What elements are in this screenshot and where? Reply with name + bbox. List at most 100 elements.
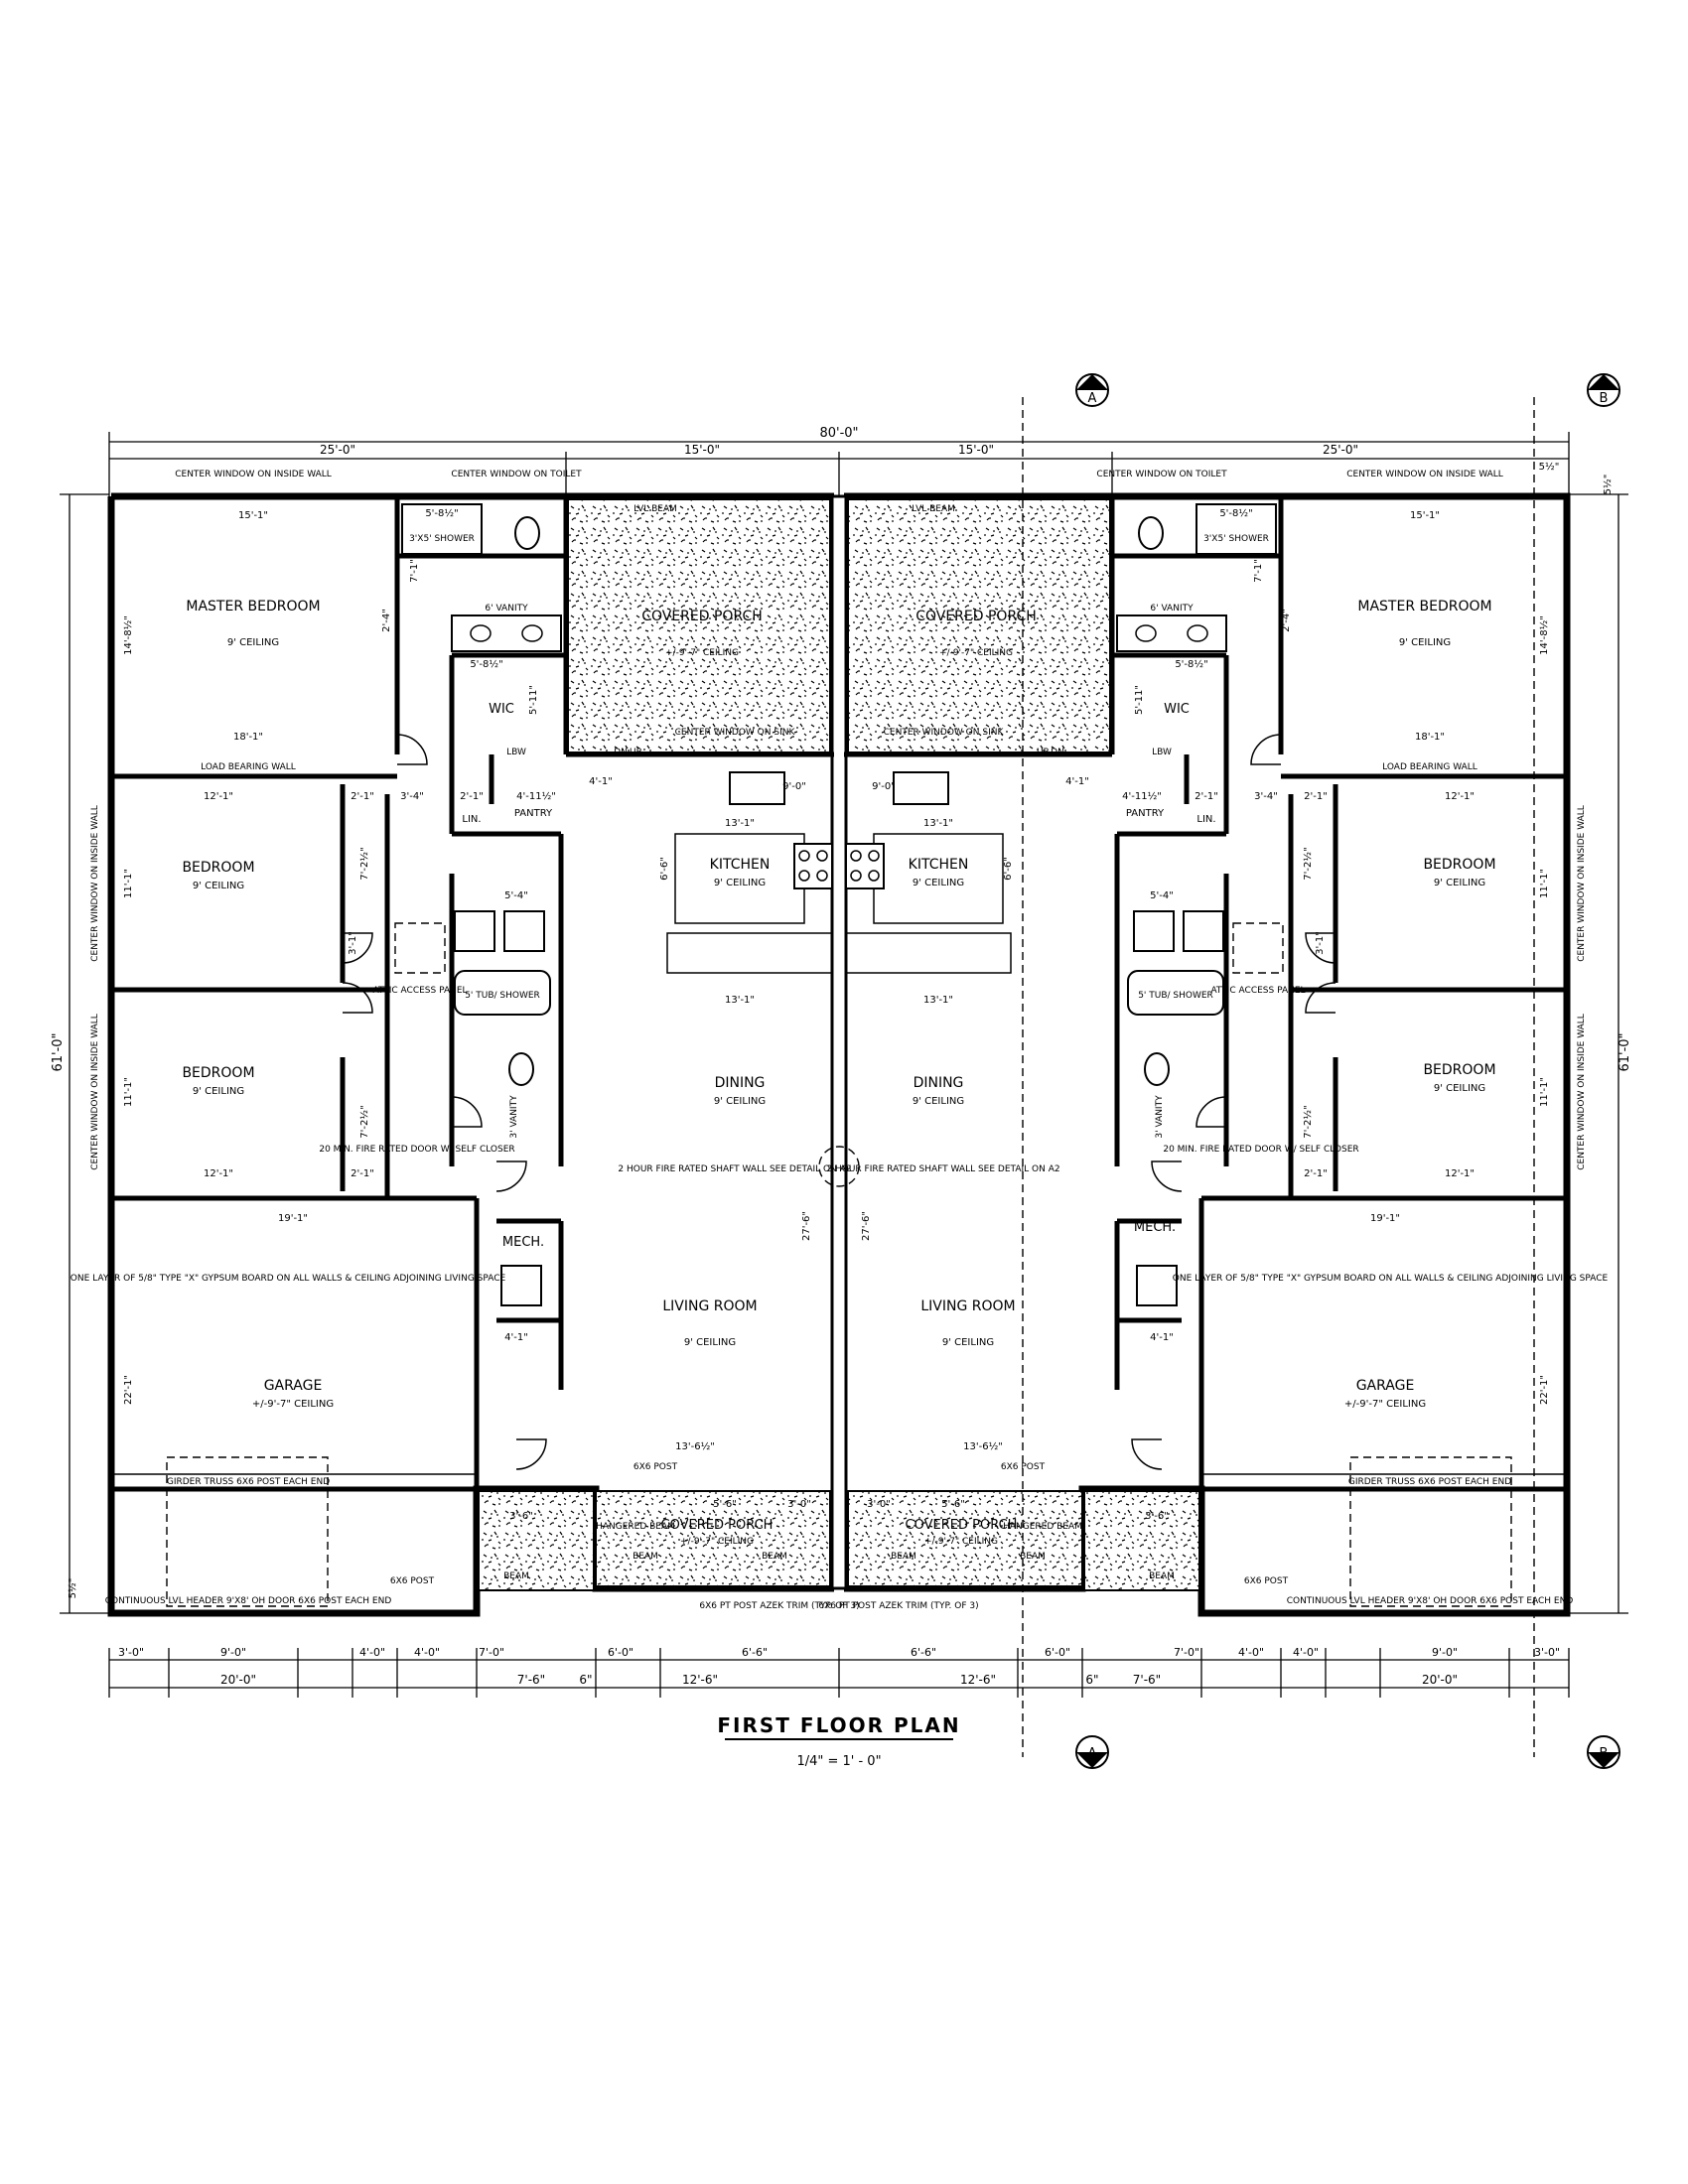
dim-mech-right: 4'-1"	[1150, 1332, 1174, 1343]
fixtures	[111, 503, 1567, 1607]
lbw-left-label: LBW	[506, 748, 526, 757]
dim-closet-w-1: 2'-1"	[351, 791, 374, 802]
note-fire-door-left: 20 MIN. FIRE RATED DOOR W/ SELF CLOSER	[319, 1145, 514, 1155]
dim-porch-front-b-left: 3'-0"	[787, 1499, 811, 1510]
bottom-dim-row2: 6"	[1085, 1673, 1098, 1687]
note-window-toilet-left: CENTER WINDOW ON TOILET	[451, 470, 582, 479]
porch-left-ceiling: +/-9'-7" CEILING	[665, 648, 739, 658]
dim-small-c-right: 7'-1"	[1253, 559, 1264, 583]
note-lvl-header-right: CONTINUOUS LVL HEADER 9'X8' OH DOOR 6X6 …	[1287, 1596, 1574, 1606]
garage-right-label: GARAGE	[1356, 1378, 1415, 1394]
dim-master-bottom-right: 18'-1"	[1415, 732, 1445, 743]
room-dimension-labels: 15'-1" 15'-1" 14'-8½" 14'-8½" 18'-1" 18'…	[122, 507, 1550, 1522]
bottom-dim-row2: 12'-6"	[960, 1673, 996, 1687]
side-dimensions: 61'-0" 61'-0" 5½" 5½"	[51, 475, 1632, 1614]
lin-left-label: LIN.	[462, 814, 481, 825]
dim-bed3-depth: 11'-1"	[1539, 869, 1550, 898]
bottom-dim-row1: 3'-0"	[1534, 1646, 1560, 1659]
dim-vanity-right: 5'-8½"	[1175, 658, 1207, 670]
dim-bed1-depth: 11'-1"	[123, 869, 134, 898]
wic-right-label: WIC	[1164, 702, 1190, 717]
dim-living-bottom-left: 13'-6½"	[675, 1440, 715, 1452]
note-beam-left-3: BEAM	[762, 1552, 787, 1562]
bottom-dim-row2: 7'-6"	[1133, 1673, 1161, 1687]
living-left-ceiling: 9' CEILING	[684, 1337, 736, 1348]
note-lvl-header-left: CONTINUOUS LVL HEADER 9'X8' OH DOOR 6X6 …	[105, 1596, 392, 1606]
vanity6-left-label: 6' VANITY	[485, 604, 528, 614]
overall-depth-right: 61'-0"	[1618, 1032, 1632, 1071]
note-post-left: 6X6 POST	[390, 1576, 435, 1586]
porch-right-label: COVERED PORCH	[915, 609, 1037, 624]
dim-pantry-right: 4'-11½"	[1122, 790, 1162, 802]
living-left-label: LIVING ROOM	[662, 1298, 757, 1314]
section-marker-b-bottom: B	[1600, 1746, 1609, 1761]
bottom-dim-row1: 7'-0"	[479, 1646, 504, 1659]
top-dim-1: 25'-0"	[320, 443, 355, 457]
vanity3-left-label: 3' VANITY	[509, 1095, 519, 1139]
dim-kitchen-d-right: 6'-6"	[1003, 857, 1014, 881]
dim-porch-front-a-left: 5'-6"	[713, 1499, 737, 1510]
garage-right-ceiling: +/-9'-7" CEILING	[1344, 1399, 1426, 1410]
bedroom-1-ceiling: 9' CEILING	[193, 881, 244, 891]
note-beam-left-2: BEAM	[633, 1552, 658, 1562]
note-beam-right-3: BEAM	[891, 1552, 916, 1562]
dining-right-ceiling: 9' CEILING	[913, 1096, 964, 1107]
lbw-right-label: LBW	[1152, 748, 1172, 757]
garage-left-label: GARAGE	[264, 1378, 323, 1394]
mech-left-label: MECH.	[502, 1235, 544, 1250]
living-right-ceiling: 9' CEILING	[942, 1337, 994, 1348]
offset-label-right: 5½"	[1539, 461, 1560, 473]
dim-closet-w-3: 2'-1"	[1304, 791, 1328, 802]
dim-kitchen-w-right: 13'-1"	[923, 818, 953, 829]
tub-left-label: 5' TUB/ SHOWER	[465, 991, 540, 1001]
bedroom-4-label: BEDROOM	[1423, 1062, 1495, 1078]
section-marker-a-top: A	[1088, 391, 1097, 406]
bottom-dim-row2: 6"	[579, 1673, 592, 1687]
note-girder-left: GIRDER TRUSS 6X6 POST EACH END	[167, 1477, 330, 1487]
top-dim-3: 15'-0"	[958, 443, 994, 457]
dim-porch-side-right: 3'-6"	[1145, 1511, 1169, 1522]
dim-shower-right: 5'-8½"	[1219, 507, 1252, 519]
overall-depth-left: 61'-0"	[51, 1032, 66, 1071]
note-window-wall-right: CENTER WINDOW ON INSIDE WALL	[1346, 470, 1503, 479]
note-up-right: UP	[1037, 748, 1050, 757]
dim-small-b-left: 2'-4"	[381, 609, 392, 632]
kitchen-right-ceiling: 9' CEILING	[913, 878, 964, 888]
note-shaft-wall-left: 2 HOUR FIRE RATED SHAFT WALL SEE DETAIL …	[618, 1164, 851, 1174]
pantry-left-label: PANTRY	[514, 808, 553, 819]
porch-front-right-ceiling: +/-9'-7" CEILING	[924, 1537, 998, 1547]
note-lvl-beam-left: LVL BEAM	[633, 504, 677, 514]
interior-walls-left	[111, 496, 834, 1492]
tub-right-label: 5' TUB/ SHOWER	[1138, 991, 1213, 1001]
dim-garage-d-right: 22'-1"	[1539, 1375, 1550, 1405]
note-window-sink-right: CENTER WINDOW ON SINK	[884, 728, 1005, 738]
master-bedroom-right-label: MASTER BEDROOM	[1357, 599, 1491, 614]
note-window-wall-left-side-2: CENTER WINDOW ON INSIDE WALL	[90, 1014, 100, 1170]
note-gypsum-right: ONE LAYER OF 5/8" TYPE "X" GYPSUM BOARD …	[1173, 1274, 1609, 1284]
master-bedroom-ceiling: 9' CEILING	[227, 637, 279, 648]
room-labels-right: MASTER BEDROOM 9' CEILING BEDROOM 9' CEI…	[906, 599, 1496, 1547]
bedroom-3-label: BEDROOM	[1423, 857, 1495, 873]
dim-dining-w-left: 13'-1"	[725, 995, 755, 1006]
dim-garage-d-left: 22'-1"	[123, 1375, 134, 1405]
note-hangered-left: HANGERED BEAM	[596, 1522, 675, 1532]
bedroom-2-ceiling: 9' CEILING	[193, 1086, 244, 1097]
dim-bed2-width: 12'-1"	[204, 1168, 233, 1179]
shower-left-label: 3'X5' SHOWER	[409, 534, 475, 544]
master-bedroom-right-ceiling: 9' CEILING	[1399, 637, 1451, 648]
dim-living-bottom-right: 13'-6½"	[963, 1440, 1003, 1452]
dining-left-label: DINING	[715, 1075, 766, 1091]
note-window-wall-right-side-1: CENTER WINDOW ON INSIDE WALL	[1577, 805, 1587, 962]
dim-kitchen-w-left: 13'-1"	[725, 818, 755, 829]
note-load-bearing-left: LOAD BEARING WALL	[201, 762, 296, 772]
interior-walls-right	[844, 496, 1567, 1492]
note-dn-left: DN	[614, 748, 628, 757]
note-up-left: UP	[630, 748, 642, 757]
bottom-dim-row2: 7'-6"	[517, 1673, 545, 1687]
dim-master-bottom-left: 18'-1"	[233, 732, 263, 743]
dim-bed4-depth: 11'-1"	[1539, 1077, 1550, 1107]
dim-hall-left: 3'-4"	[400, 791, 424, 802]
dim-closet-w-4: 2'-1"	[1304, 1168, 1328, 1179]
dim-sink-left: 9'-0"	[782, 781, 806, 792]
dim-lin-right: 2'-1"	[1195, 791, 1218, 802]
